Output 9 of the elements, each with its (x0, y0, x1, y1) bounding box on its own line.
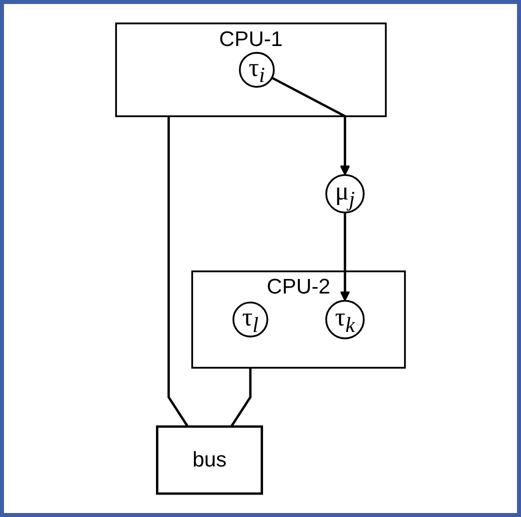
connector (167, 116, 189, 428)
node-box: bus (156, 425, 264, 495)
connector (230, 368, 252, 428)
arrow (271, 76, 350, 176)
node-circle: μ$_{j}$ (325, 174, 365, 214)
node-circle: τ$_{l}$ (232, 302, 268, 338)
node-circle: τ$_{k}$ (325, 300, 365, 340)
arrow (340, 212, 350, 302)
node-circle: τ$_{i}$ (238, 52, 275, 88)
